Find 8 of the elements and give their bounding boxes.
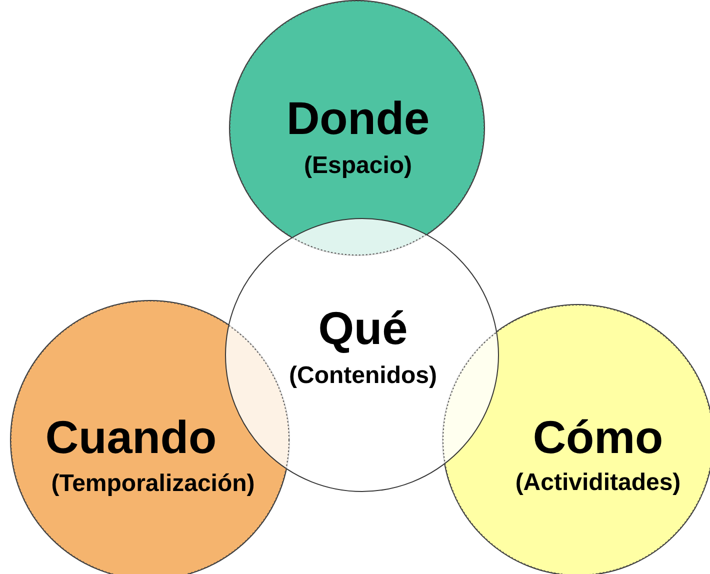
circle-subtitle: (Actividitades) bbox=[515, 468, 681, 497]
circle-heading: Donde bbox=[286, 91, 430, 146]
circle-subtitle: (Contenidos) bbox=[289, 362, 437, 390]
circle-subtitle: (Temporalización) bbox=[51, 470, 255, 498]
circle-subtitle: (Espacio) bbox=[304, 152, 412, 180]
circle-heading: Qué bbox=[318, 301, 408, 356]
circle-heading: Cómo bbox=[532, 410, 664, 464]
circle-heading: Cuando bbox=[45, 410, 217, 464]
